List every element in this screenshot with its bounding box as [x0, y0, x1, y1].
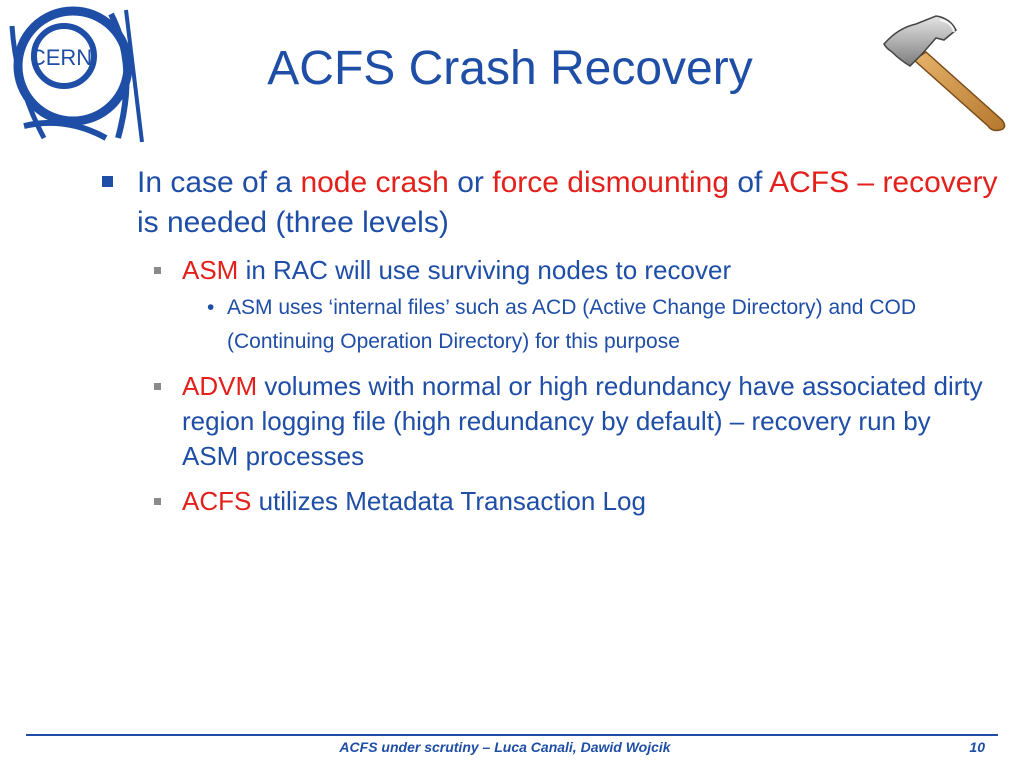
- page-number: 10: [969, 739, 985, 755]
- hammer-icon: [883, 15, 1006, 132]
- dot-bullet-icon: •: [207, 296, 215, 319]
- bullet-asm-sub-text: ASM uses ‘internal files’ such as ACD (A…: [227, 296, 916, 353]
- bullet-advm-text: volumes with normal or high redundancy h…: [182, 371, 983, 471]
- bullet-advm: ADVM volumes with normal or high redunda…: [102, 369, 992, 474]
- bullet-main: In case of a node crash or force dismoun…: [102, 163, 1002, 243]
- bullet-asm-sub: • ASM uses ‘internal files’ such as ACD …: [102, 291, 997, 359]
- bullet-main-text-4: is needed (three levels): [137, 206, 449, 239]
- bullet-advm-keyword: ADVM: [182, 371, 258, 401]
- slide-title: ACFS Crash Recovery: [267, 42, 753, 95]
- bullet-main-text-3: of: [729, 166, 770, 199]
- bullet-main-highlight-acfs-recovery: ACFS – recovery: [769, 166, 998, 199]
- bullet-acfs: ACFS utilizes Metadata Transaction Log: [102, 484, 992, 519]
- square-bullet-icon: [102, 176, 113, 187]
- bullet-main-text-1: In case of a: [137, 166, 301, 199]
- small-square-bullet-icon: [154, 383, 161, 390]
- bullet-acfs-text: utilizes Metadata Transaction Log: [251, 486, 646, 516]
- bullet-list: In case of a node crash or force dismoun…: [102, 163, 1002, 519]
- bullet-acfs-keyword: ACFS: [182, 486, 252, 516]
- cern-logo-text: CERN: [30, 45, 92, 70]
- bullet-asm-keyword: ASM: [182, 255, 239, 285]
- bullet-main-text-2: or: [448, 166, 493, 199]
- bullet-asm-text: in RAC will use surviving nodes to recov…: [238, 255, 732, 285]
- small-square-bullet-icon: [154, 267, 161, 274]
- cern-logo: CERN: [9, 6, 144, 143]
- bullet-asm: ASM in RAC will use surviving nodes to r…: [102, 253, 992, 288]
- footer-text: ACFS under scrutiny – Luca Canali, Dawid…: [339, 739, 671, 755]
- bullet-main-highlight-force-dismounting: force dismounting: [492, 166, 730, 199]
- bullet-main-highlight-node-crash: node crash: [300, 166, 449, 199]
- footer-divider: [26, 734, 998, 736]
- small-square-bullet-icon: [154, 498, 161, 505]
